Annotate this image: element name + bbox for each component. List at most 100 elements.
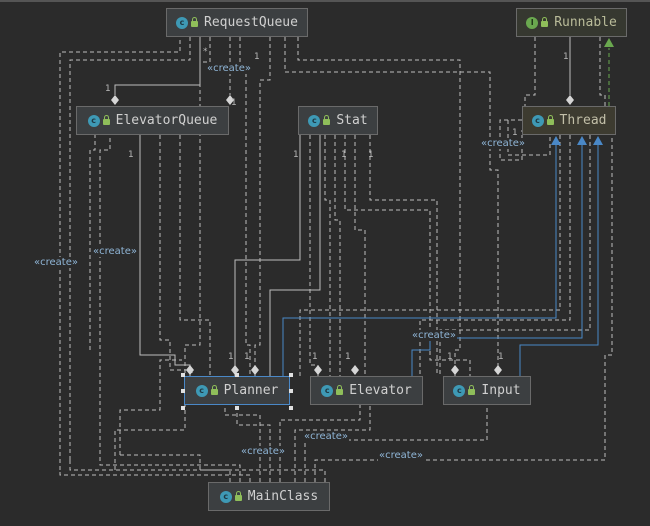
create-label: «create» xyxy=(303,431,349,442)
extends-edge xyxy=(519,145,599,376)
multiplicity-label: 1 xyxy=(563,52,569,62)
class-icon: c xyxy=(176,16,189,29)
association-edge xyxy=(269,135,321,376)
multiplicity-label: 1 xyxy=(368,150,374,160)
create-label: «create» xyxy=(411,330,457,341)
multiplicity-label: 1 xyxy=(345,352,351,362)
dependency-edge xyxy=(419,135,571,391)
dependency-edge xyxy=(179,135,211,376)
elevator-node[interactable]: c Elevator xyxy=(310,376,423,405)
dependency-edge xyxy=(297,37,461,376)
class-icon: c xyxy=(453,384,466,397)
multiplicity-label: 1 xyxy=(105,84,111,94)
class-icon: c xyxy=(308,114,321,127)
association-edge xyxy=(114,37,201,95)
dependency-edge xyxy=(299,135,561,376)
dependency-edge xyxy=(69,460,326,482)
selection-handle[interactable] xyxy=(235,373,239,377)
selection-handle[interactable] xyxy=(181,373,185,377)
inheritance-arrowhead xyxy=(577,136,587,145)
dependency-edge xyxy=(184,37,211,376)
class-icon: c xyxy=(87,114,100,127)
dependency-edge xyxy=(499,119,523,161)
public-lock-icon xyxy=(336,384,344,395)
dependency-edge xyxy=(369,135,438,376)
inheritance-arrowhead xyxy=(551,136,561,145)
selection-handle[interactable] xyxy=(289,389,293,393)
multiplicity-label: 1 xyxy=(254,52,260,62)
dependency-edge xyxy=(239,37,251,376)
elevator-queue-node[interactable]: c ElevatorQueue xyxy=(76,106,229,135)
public-lock-icon xyxy=(210,384,218,395)
association-edge xyxy=(234,135,301,376)
multiplicity-label: 1 xyxy=(231,98,237,108)
interface-icon: I xyxy=(526,16,539,29)
multiplicity-label: * xyxy=(203,47,208,57)
composition-diamond xyxy=(186,365,194,375)
runnable-label: Runnable xyxy=(554,15,617,30)
input-node[interactable]: c Input xyxy=(443,376,531,405)
multiplicity-label: 1 xyxy=(512,128,518,138)
create-label: «create» xyxy=(92,246,138,257)
stat-node[interactable]: c Stat xyxy=(298,106,378,135)
multiplicity-label: 1 xyxy=(293,150,299,160)
class-icon: c xyxy=(531,114,544,127)
planner-label: Planner xyxy=(223,383,279,398)
composition-diamond xyxy=(231,365,239,375)
top-border xyxy=(0,0,650,2)
public-lock-icon xyxy=(191,16,199,27)
dependency-edge xyxy=(334,135,341,376)
selection-handle[interactable] xyxy=(289,406,293,410)
dependency-edge xyxy=(344,135,471,376)
thread-label: Thread xyxy=(559,113,607,128)
selection-handle[interactable] xyxy=(235,406,239,410)
inheritance-arrowhead xyxy=(593,136,603,145)
public-lock-icon xyxy=(323,114,331,125)
multiplicity-label: 1 xyxy=(128,150,134,160)
inheritance-arrowhead xyxy=(604,38,614,47)
public-lock-icon xyxy=(102,114,110,125)
dependency-edge xyxy=(120,454,231,482)
public-lock-icon xyxy=(541,16,549,27)
multiplicity-label: 1 xyxy=(341,150,347,160)
extends-edge xyxy=(411,145,583,376)
main-class-node[interactable]: c MainClass xyxy=(208,482,330,511)
multiplicity-label: 1 xyxy=(498,352,504,362)
thread-node[interactable]: c Thread xyxy=(522,106,616,135)
input-label: Input xyxy=(481,383,521,398)
elevator-queue-label: ElevatorQueue xyxy=(115,113,218,128)
multiplicity-label: 1 xyxy=(228,352,234,362)
extends-edge xyxy=(282,145,557,376)
selection-handle[interactable] xyxy=(289,373,293,377)
dependency-edge xyxy=(314,135,613,482)
runnable-node[interactable]: I Runnable xyxy=(516,8,627,37)
composition-diamond xyxy=(451,365,459,375)
dependency-edge xyxy=(309,135,319,376)
selection-handle[interactable] xyxy=(181,389,185,393)
dependency-edge xyxy=(304,405,488,482)
composition-diamond xyxy=(226,95,234,105)
dependency-edge xyxy=(119,359,182,455)
dependency-edge xyxy=(99,440,241,482)
main-class-label: MainClass xyxy=(247,489,319,504)
composition-diamond xyxy=(566,95,574,105)
create-label: «create» xyxy=(480,138,526,149)
dependency-edge xyxy=(354,135,366,376)
request-queue-node[interactable]: c RequestQueue xyxy=(166,8,308,37)
multiplicity-label: 1 xyxy=(312,352,318,362)
selection-handle[interactable] xyxy=(181,406,185,410)
create-label: «create» xyxy=(378,450,424,461)
dependency-edge xyxy=(284,37,499,376)
dependency-edge xyxy=(507,120,551,156)
create-label: «create» xyxy=(33,257,79,268)
class-icon: c xyxy=(321,384,334,397)
dependency-edge xyxy=(224,405,261,482)
main-class-icon: c xyxy=(219,490,232,503)
dependency-edge xyxy=(59,470,251,482)
dependency-edge xyxy=(59,37,181,470)
planner-node[interactable]: c Planner xyxy=(184,376,290,405)
create-label: «create» xyxy=(240,446,286,457)
composition-diamond xyxy=(251,365,259,375)
